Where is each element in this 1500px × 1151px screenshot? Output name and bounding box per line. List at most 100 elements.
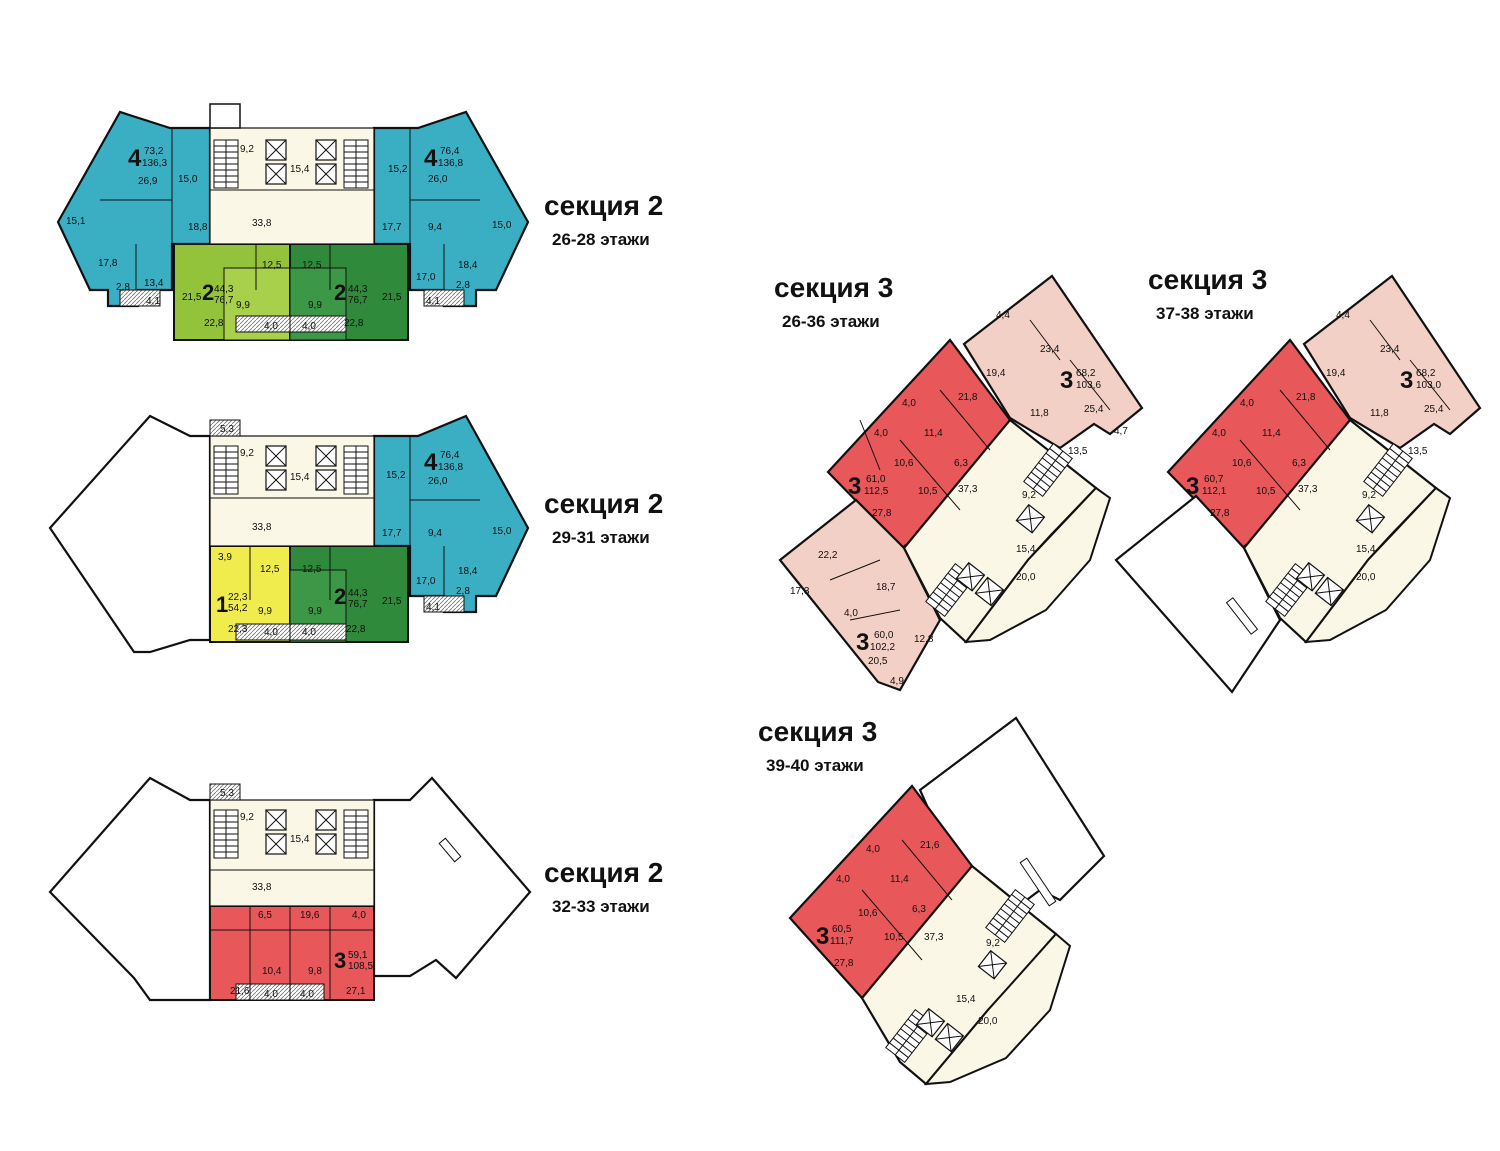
room-area: 20,5 [868,656,888,667]
section-floors: 26-36 этажи [782,312,880,331]
room-area: 27,8 [834,958,854,969]
room-area: 4,1 [426,296,440,307]
room-area: 2,8 [456,280,470,291]
room-area: 9,8 [308,966,322,977]
room-area: 19,4 [986,368,1006,379]
apt-rooms: 3 [856,629,869,656]
room-area: 25,4 [1084,404,1104,415]
section-floors: 37-38 этажи [1156,304,1254,323]
plan-section2-29-31: 5,3 9,2 15,4 33,8 15,2 4 76,4 136,8 26,0… [48,414,530,654]
room-area: 2,8 [456,586,470,597]
room-area: 33,8 [252,218,272,229]
apt-living: 60,7 [1204,474,1224,485]
room-area: 9,2 [240,812,254,823]
apt-total: 108,5 [348,961,373,972]
apt-rooms: 4 [128,145,142,172]
room-area: 15,0 [492,526,512,537]
room-area: 33,8 [252,522,272,533]
room-area: 26,9 [138,176,158,187]
apt-living: 60,5 [832,924,852,935]
room-area: 6,3 [912,904,926,915]
room-area: 17,7 [382,528,402,539]
room-area: 6,5 [258,910,272,921]
room-area: 4,4 [1336,310,1350,321]
room-area: 4,1 [426,602,440,613]
room-area: 4,0 [352,910,366,921]
apt-living: 68,2 [1416,368,1436,379]
room-area: 27,8 [872,508,892,519]
room-area: 10,6 [1232,458,1252,469]
room-area: 13,4 [144,278,164,289]
apt-rooms: 2 [202,280,214,305]
room-area: 13,5 [1408,446,1428,457]
room-area: 21,8 [1296,392,1316,403]
room-area: 21,5 [382,596,402,607]
room-area: 15,4 [1016,544,1036,555]
apartment-4room-right [372,414,530,614]
room-area: 11,4 [924,428,943,439]
apt-total: 136,8 [438,158,463,169]
room-area: 10,5 [1256,486,1276,497]
room-area: 26,0 [428,476,448,487]
section-floors: 29-31 этажи [552,528,650,547]
apt-rooms: 2 [334,280,346,305]
room-area: 22,8 [204,318,224,329]
room-area: 18,7 [876,582,896,593]
apt-living: 59,1 [348,950,368,961]
room-area: 9,2 [1022,490,1036,501]
room-area: 15,4 [290,472,310,483]
room-area: 4,7 [1114,426,1128,437]
room-area: 33,8 [252,882,272,893]
room-area: 4,0 [302,627,316,638]
room-area: 20,0 [1016,572,1036,583]
room-area: 37,3 [1298,484,1318,495]
room-area: 4,0 [302,321,316,332]
apt-living: 44,3 [348,284,368,295]
section-title: секция 2 [544,488,664,519]
room-area: 9,2 [240,448,254,459]
room-area: 4,0 [1212,428,1226,439]
room-area: 15,1 [66,216,86,227]
room-area: 15,4 [290,164,310,175]
room-area: 9,9 [236,300,250,311]
room-area: 12,5 [262,260,282,271]
room-area: 10,4 [262,966,282,977]
apt-living: 68,2 [1076,368,1096,379]
room-area: 15,4 [956,994,976,1005]
section-title: секция 2 [544,190,664,221]
room-area: 9,9 [258,606,272,617]
room-area: 5,3 [220,788,234,799]
apt-rooms: 3 [1400,367,1413,394]
apt-rooms: 3 [848,473,861,500]
room-area: 12,5 [260,564,280,575]
apt-rooms: 4 [424,145,438,172]
apartment-3room-pink-top [962,274,1144,450]
room-area: 6,3 [954,458,968,469]
apt-living: 76,4 [440,146,460,157]
room-area: 11,8 [1030,408,1049,419]
apt-rooms: 3 [816,923,829,950]
apartment-3room-pink-bottom [778,498,942,692]
room-area: 4,1 [146,296,160,307]
room-area: 9,2 [240,144,254,155]
apt-living: 44,3 [348,588,368,599]
room-area: 4,0 [264,627,278,638]
room-area: 15,4 [290,834,310,845]
room-area: 9,9 [308,606,322,617]
room-area: 4,0 [844,608,858,619]
room-area: 22,8 [346,624,366,635]
plan-section3-39-40: 4,0 21,6 11,4 4,0 10,6 6,3 10,5 3 60,5 1… [788,716,1106,1086]
room-area: 22,8 [344,318,364,329]
room-area: 12,5 [302,564,322,575]
apt-living: 60,0 [874,630,894,641]
room-area: 12,5 [302,260,322,271]
room-area: 17,8 [98,258,118,269]
room-area: 23,4 [1040,344,1060,355]
room-area: 20,0 [1356,572,1376,583]
room-area: 37,3 [924,932,944,943]
apt-total: 76,7 [348,295,368,306]
room-area: 4,9 [890,676,904,687]
room-area: 5,3 [220,424,234,435]
section-title: секция 3 [1148,264,1268,295]
